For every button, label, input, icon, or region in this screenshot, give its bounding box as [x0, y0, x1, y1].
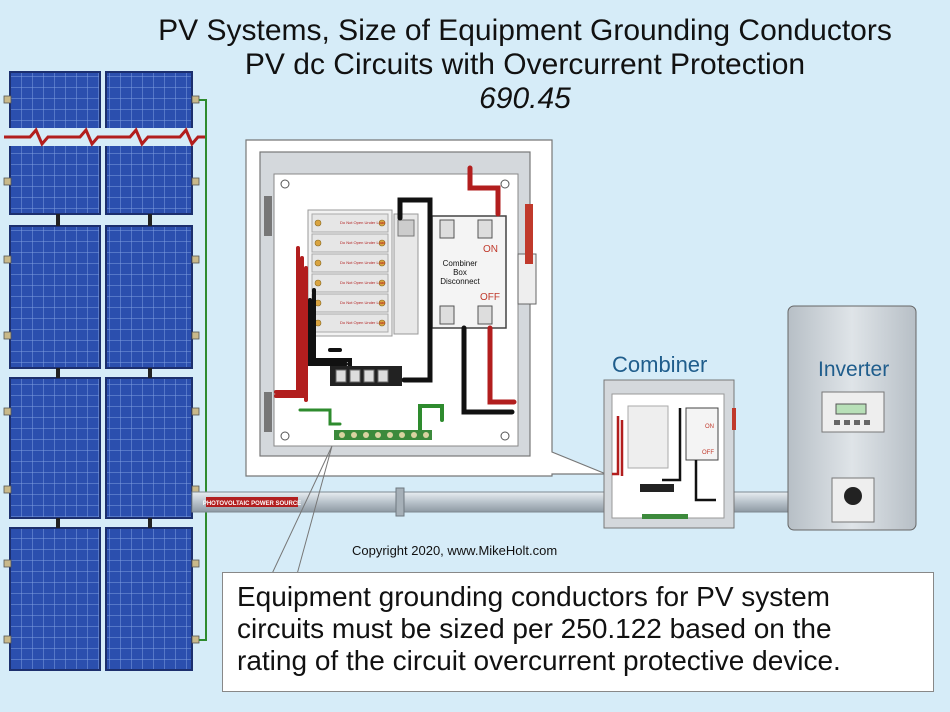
callout-line-1: Equipment grounding conductors for PV sy… [237, 581, 830, 612]
pv-module [105, 527, 193, 671]
small-off-label: OFF [702, 450, 714, 456]
pipe-strap [395, 487, 405, 517]
fuse-tag: Do Not Open Under Load [340, 220, 385, 225]
equipment-grounding-bar [334, 430, 432, 440]
fuse-tag: Do Not Open Under Load [340, 260, 385, 265]
title-line-2: PV dc Circuits with Overcurrent Protecti… [244, 48, 806, 81]
combiner-label: Combiner [612, 352, 708, 377]
fuse-holders: Do Not Open Under Load Do Not Open Under… [307, 209, 393, 337]
raceway: PHOTOVOLTAIC POWER SOURCE [191, 487, 793, 517]
combiner-box: ON OFF [603, 379, 736, 529]
fuse-tag: Do Not Open Under Load [340, 320, 385, 325]
on-label: ON [483, 244, 498, 255]
disconnect-text-2: Box [453, 268, 467, 277]
array-grounding-conductor [199, 99, 207, 641]
pv-array [3, 71, 207, 671]
fuse-tag: Do Not Open Under Load [340, 280, 385, 285]
pv-module [9, 377, 101, 519]
pv-module [105, 225, 193, 369]
combiner-box-disconnect: ON Combiner Box Disconnect OFF [431, 215, 507, 329]
disconnect-text-1: Combiner [443, 259, 478, 268]
title-section-number: 690.45 [479, 82, 571, 115]
callout-pointer [269, 445, 333, 579]
enlarged-combiner-view: Do Not Open Under Load Do Not Open Under… [245, 139, 607, 477]
pv-module [105, 377, 193, 519]
small-on-label: ON [705, 424, 714, 430]
pv-module [9, 527, 101, 671]
title-line-1: PV Systems, Size of Equipment Grounding … [158, 14, 892, 47]
disconnect-handle-icon [525, 204, 533, 264]
off-label: OFF [480, 292, 500, 303]
fuse-tag: Do Not Open Under Load [340, 300, 385, 305]
callout-line-3: rating of the circuit overcurrent protec… [237, 645, 841, 676]
raceway-label: PHOTOVOLTAIC POWER SOURCE [203, 501, 301, 507]
inverter-label: Inverter [818, 358, 890, 381]
disconnect-text-3: Disconnect [440, 277, 480, 286]
callout-line-2: circuits must be sized per 250.122 based… [237, 613, 832, 644]
inverter-display [835, 403, 867, 415]
inverter [787, 305, 917, 531]
pv-module [9, 225, 101, 369]
copyright-text: Copyright 2020, www.MikeHolt.com [352, 543, 558, 558]
fuse-tag: Do Not Open Under Load [340, 240, 385, 245]
explanation-callout: Equipment grounding conductors for PV sy… [222, 572, 934, 692]
